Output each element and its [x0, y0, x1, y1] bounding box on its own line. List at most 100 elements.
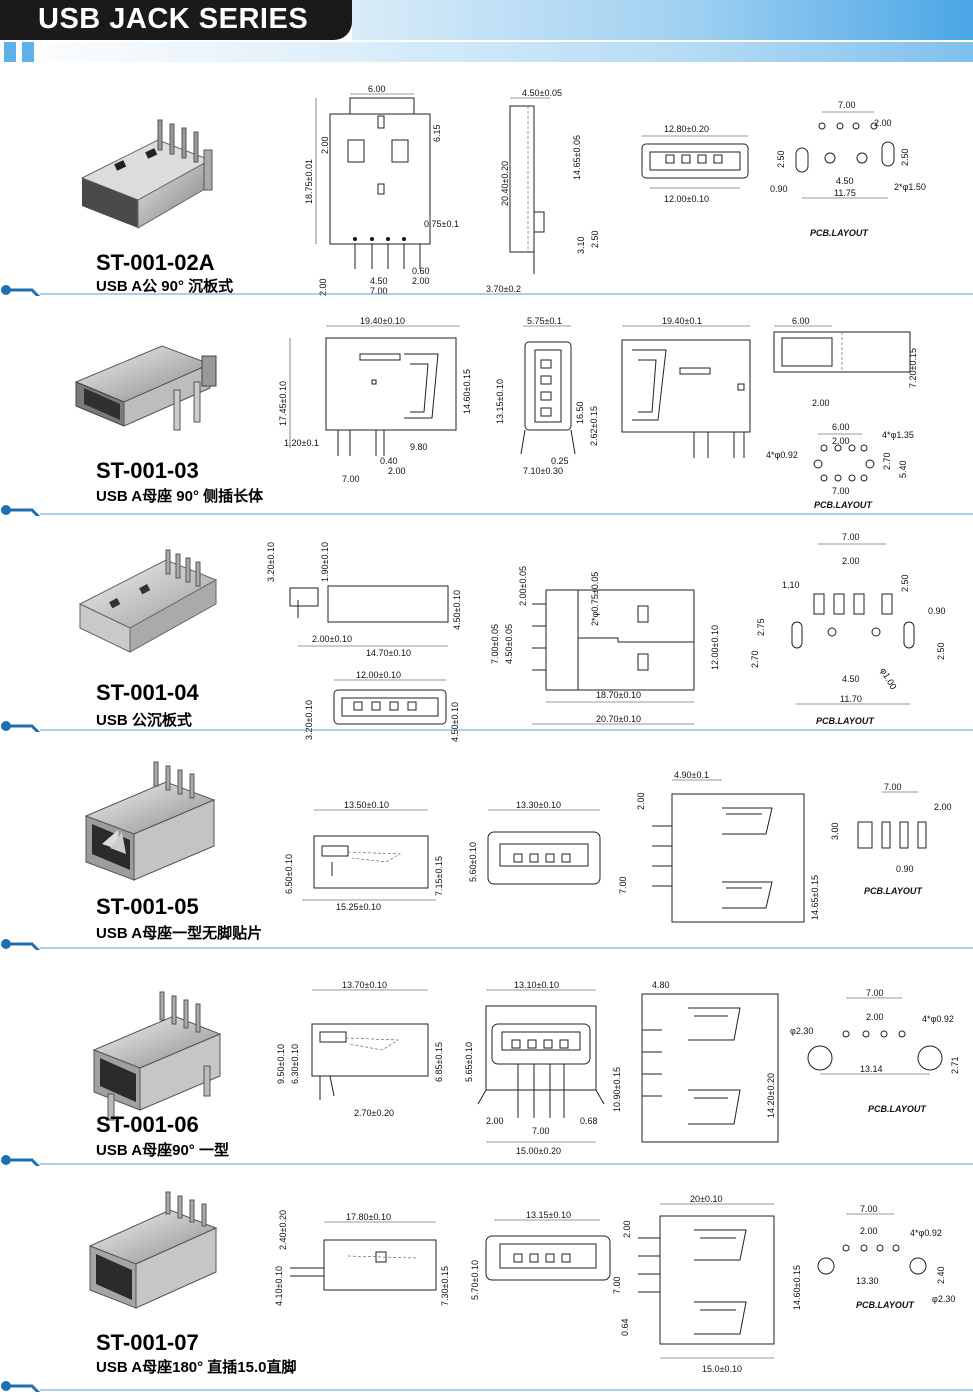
dim-label: 4*φ0.92 — [910, 1228, 942, 1238]
dim-label: 4*φ0.92 — [922, 1014, 954, 1024]
dim-label: 5.65±0.10 — [464, 1042, 474, 1082]
section-divider — [1, 939, 973, 950]
dim-label: 2.00±0.05 — [518, 566, 528, 606]
dim-label: 0.68 — [580, 1116, 598, 1126]
dim-label: 0.64 — [620, 1318, 630, 1336]
dim-label: 10.90±0.15 — [612, 1067, 622, 1112]
pcb-layout: 7.00 2.00 3.00 0.90 PCB.LAYOUT — [830, 782, 952, 896]
dim-label: 7.00±0.05 — [490, 624, 500, 664]
product-photo — [74, 345, 217, 431]
dim-label: 2.50 — [776, 150, 786, 168]
dim-label: 7.00 — [618, 876, 628, 894]
product-photo — [78, 549, 218, 653]
page-title: USB JACK SERIES — [38, 3, 309, 35]
drawing-side-view: 13.70±0.10 9.50±0.10 6.30±0.10 6.85±0.15… — [276, 980, 444, 1118]
product-photo — [80, 119, 213, 229]
drawing-front-view: 13.15±0.10 5.70±0.10 — [470, 1210, 611, 1300]
section-st-001-02a: ST-001-02A USB A公 90° 沉板式 6.00 2.00 6.15… — [0, 62, 973, 302]
drawing-side-view: 3.20±0.10 1.90±0.10 4.50±0.10 2.00±0.10 … — [266, 542, 462, 742]
dim-label: 4.50 — [842, 674, 860, 684]
drawing-top-view: 20±0.10 2.00 7.00 0.64 14.60±0.15 15.0±0… — [612, 1194, 802, 1374]
section-st-001-03: ST-001-03 USB A母座 90° 侧插长体 19.40±0.10 17… — [0, 302, 973, 520]
drawing-front-view: 13.30±0.10 5.60±0.10 — [468, 800, 601, 885]
dim-label: 1.10 — [782, 580, 800, 590]
dim-label: 7.00 — [370, 286, 388, 296]
dim-label: 5.40 — [898, 460, 908, 478]
dim-label: 15.00±0.20 — [516, 1146, 561, 1156]
header-tabs — [0, 42, 40, 62]
dim-label: 2.40±0.20 — [278, 1210, 288, 1250]
section-divider — [1, 285, 973, 296]
dim-label: 0.75±0.1 — [424, 219, 459, 229]
model-number: ST-001-05 — [96, 894, 199, 919]
pcb-layout-label: PCB.LAYOUT — [816, 716, 875, 726]
pcb-layout-label: PCB.LAYOUT — [810, 228, 869, 238]
dim-label: 5.60±0.10 — [468, 842, 478, 882]
dim-label: 16.50 — [575, 401, 585, 424]
dim-label: 7.00 — [838, 100, 856, 110]
dim-label: 20.40±0.20 — [500, 161, 510, 206]
dim-label: 13.15±0.10 — [526, 1210, 571, 1220]
model-description: USB A公 90° 沉板式 — [96, 278, 234, 295]
dim-label: 14.65±0.05 — [572, 135, 582, 180]
drawing-front-view: 6.00 2.00 6.15 18.75±0.01 0.75±0.1 2.00 … — [304, 84, 459, 296]
dim-label: 7.15±0.15 — [434, 856, 444, 896]
model-number: ST-001-07 — [96, 1330, 199, 1355]
section-divider — [1, 721, 973, 732]
dim-label: 13.50±0.10 — [344, 800, 389, 810]
dim-label: 3.00 — [830, 822, 840, 840]
pcb-layout: 7.00 2.00 2.50 2.50 4.50 0.90 2*φ1.50 11… — [770, 100, 926, 238]
dim-label: 6.50±0.10 — [284, 854, 294, 894]
dim-label: 7.00 — [866, 988, 884, 998]
dim-label: 14.60±0.15 — [792, 1265, 802, 1310]
pcb-layout-label: PCB.LAYOUT — [856, 1300, 915, 1310]
dim-label: 7.00 — [860, 1204, 878, 1214]
product-photo — [92, 991, 222, 1121]
dim-label: 2.50 — [936, 642, 946, 660]
drawing-top-view: 2.00±0.05 2*φ0.75±0.05 7.00±0.05 4.50±0.… — [490, 566, 720, 725]
dim-label: 13.30 — [856, 1276, 879, 1286]
dim-label: 2*φ0.75±0.05 — [590, 572, 600, 626]
drawing-front-view: 13.10±0.10 5.65±0.10 10.90±0.15 2.00 7.0… — [464, 980, 622, 1156]
dim-label: 7.00 — [612, 1276, 622, 1294]
pcb-layout-label: PCB.LAYOUT — [814, 500, 873, 510]
dim-label: 13.30±0.10 — [516, 800, 561, 810]
dim-label: 0.90 — [770, 184, 788, 194]
dim-label: 7.30±0.15 — [440, 1266, 450, 1306]
dim-label: 11.70 — [840, 694, 862, 704]
dim-label: 4.50 — [836, 176, 854, 186]
dim-label: 4.50±0.05 — [504, 624, 514, 664]
section-divider — [1, 1381, 973, 1392]
dim-label: 14.65±0.15 — [810, 875, 820, 920]
dim-label: 2.70 — [750, 650, 760, 668]
dim-label: 2.00 — [832, 436, 850, 446]
dim-label: 14.70±0.10 — [366, 648, 411, 658]
dim-label: 6.85±0.15 — [434, 1042, 444, 1082]
dim-label: 6.00 — [832, 422, 850, 432]
dim-label: 4.50±0.10 — [450, 702, 460, 742]
model-number: ST-001-03 — [96, 458, 199, 483]
dim-label: 20±0.10 — [690, 1194, 722, 1204]
dim-label: 18.70±0.10 — [596, 690, 641, 700]
header-gradient — [352, 0, 973, 40]
dim-label: 4.50±0.05 — [522, 88, 562, 98]
pcb-layout: 7.00 2.00 4*φ0.92 13.30 2.40 φ2.30 PCB.L… — [817, 1204, 955, 1310]
dim-label: 5.75±0.1 — [527, 316, 562, 326]
dim-label: 9.50±0.10 — [276, 1044, 286, 1084]
dim-label: 9.80 — [410, 442, 428, 452]
dim-label: 2.00 — [842, 556, 860, 566]
dim-label: 2.50 — [900, 574, 910, 592]
dim-label: 11.75 — [834, 188, 856, 198]
dim-label: 7.20±0.15 — [908, 348, 918, 388]
dim-label: 17.80±0.10 — [346, 1212, 391, 1222]
dim-label: 19.40±0.1 — [662, 316, 702, 326]
section-divider — [1, 1155, 973, 1166]
dim-label: 2.71 — [950, 1056, 960, 1074]
dim-label: 7.10±0.30 — [523, 466, 563, 476]
dim-label: 0.25 — [551, 456, 569, 466]
dim-label: 2.00 — [636, 792, 646, 810]
dim-label: 13.70±0.10 — [342, 980, 387, 990]
dim-label: 3.70±0.2 — [486, 284, 521, 294]
dim-label: 2.00 — [320, 136, 330, 154]
drawing-front-view: 5.75±0.1 13.15±0.10 16.50 2.62±0.15 0.25… — [495, 316, 599, 476]
